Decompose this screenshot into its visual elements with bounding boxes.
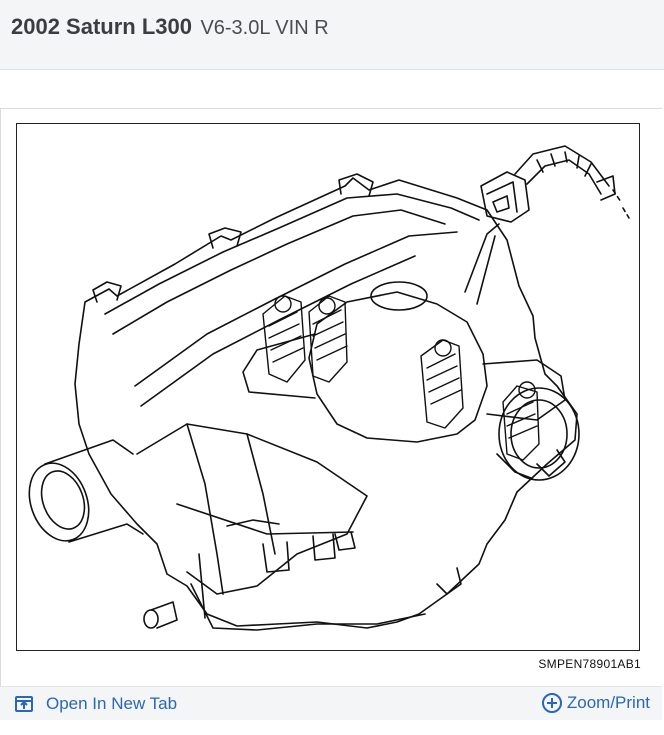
zoom-print-link[interactable]: Zoom/Print	[541, 690, 650, 716]
intake-assembly-drawing	[28, 145, 630, 631]
open-in-new-tab-link[interactable]: Open In New Tab	[14, 692, 177, 716]
diagram-card: SMPEN78901AB1	[0, 108, 662, 720]
page-title: 2002 Saturn L300 V6-3.0L VIN R	[11, 14, 329, 40]
diagram-figure	[16, 123, 640, 651]
engine-subtitle: V6-3.0L VIN R	[200, 17, 329, 39]
plus-circle-icon	[541, 693, 562, 713]
vehicle-title: 2002 Saturn L300	[11, 14, 192, 39]
zoom-print-label: Zoom/Print	[566, 693, 650, 712]
card-footer: Open In New Tab Zoom/Print	[0, 686, 662, 720]
page-header: 2002 Saturn L300 V6-3.0L VIN R	[0, 0, 664, 70]
figure-code: SMPEN78901AB1	[538, 657, 641, 671]
bottom-spacer	[0, 720, 664, 735]
open-external-icon	[15, 696, 33, 712]
open-in-new-tab-label: Open In New Tab	[46, 694, 178, 713]
